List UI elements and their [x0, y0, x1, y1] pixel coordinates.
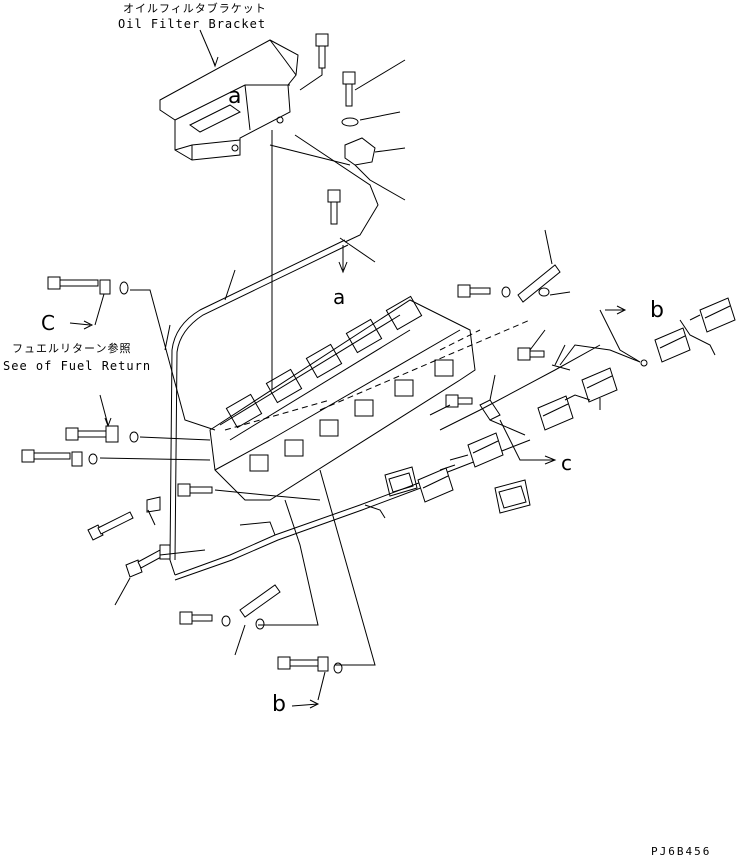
lower-bolt-2: [277, 656, 343, 709]
fuel-return-label-en: See of Fuel Return: [3, 359, 152, 373]
ref-a-mid: a: [333, 285, 346, 309]
left-bolt-group-1: [47, 276, 129, 330]
drawing-code: PJ6B456: [651, 845, 712, 858]
connector-2: [654, 327, 691, 363]
connector-5: [449, 432, 504, 468]
right-bolt-small: [429, 394, 473, 416]
ref-b-right: b: [650, 298, 664, 323]
top-washer: [341, 111, 401, 127]
lower-harness: [174, 439, 531, 576]
top-bolt-2: [342, 59, 406, 107]
right-bolt-group: [457, 229, 571, 303]
oil-filter-bracket-label-jp: オイルフィルタブラケット: [123, 2, 267, 15]
sensor-body: [344, 137, 406, 201]
top-bolt-1: [299, 33, 329, 91]
oil-filter-bracket: [159, 39, 299, 161]
cylinder-head: [209, 295, 481, 501]
angled-bolt-2: [114, 544, 206, 606]
right-stud: [517, 329, 546, 361]
connector-3: [581, 367, 618, 410]
ref-c-right: c: [561, 451, 572, 475]
connector-4: [537, 394, 591, 431]
lower-bolt-1: [179, 584, 281, 656]
ref-a-top: a: [228, 84, 242, 109]
head-bolt-left: [177, 483, 213, 497]
connector-6: [417, 464, 456, 503]
angled-bolt-1: [87, 496, 161, 541]
oil-filter-bracket-label-en: Oil Filter Bracket: [118, 17, 267, 31]
left-bolt-group-2: [65, 394, 139, 443]
gasket-1: [384, 466, 418, 497]
gasket-2: [494, 479, 531, 514]
mid-bolt: [327, 189, 341, 225]
long-tube: [169, 239, 346, 576]
connector-1: [679, 297, 736, 356]
ref-c-left: C: [41, 311, 55, 335]
fuel-return-label-jp: フュエルリターン参照: [12, 342, 132, 355]
ref-b-bottom: b: [272, 692, 286, 717]
left-bolt-group-3: [21, 449, 98, 467]
